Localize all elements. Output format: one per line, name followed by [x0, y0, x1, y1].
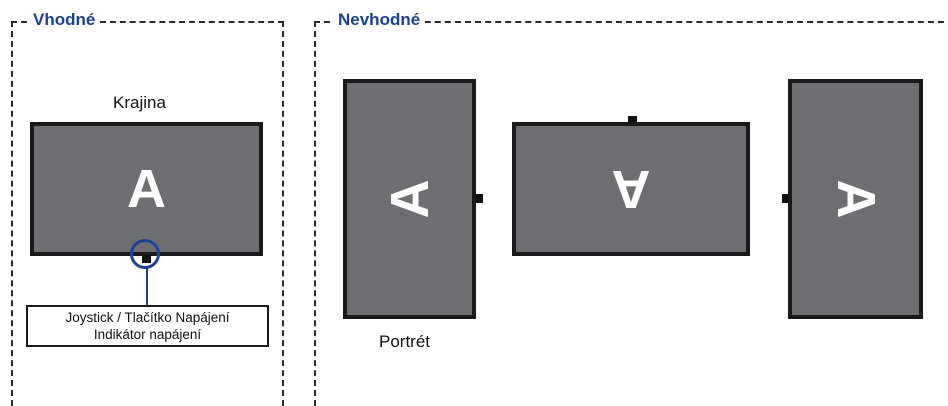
joystick-button-marker — [782, 194, 789, 203]
callout-connector-line — [146, 268, 148, 306]
unsuitable-group-title: Nevhodné — [333, 9, 426, 31]
unsuitable-orientation-group — [314, 21, 948, 406]
landscape-caption: Krajina — [113, 93, 166, 112]
callout-label-power-indicator: Indikátor napájení — [93, 327, 202, 342]
monitor-letter-glyph: A — [379, 179, 440, 219]
monitor-portrait-rotated-right: A — [788, 79, 923, 319]
joystick-button-marker — [628, 116, 637, 123]
monitor-letter-glyph: A — [127, 159, 166, 219]
suitable-group-title: Vhodné — [28, 9, 101, 31]
joystick-callout-box: Joystick / Tlačítko Napájení Indikátor n… — [26, 305, 269, 347]
monitor-portrait-rotated-left: A — [343, 79, 476, 319]
callout-label-joystick: Joystick / Tlačítko Napájení — [65, 310, 230, 325]
suitable-orientation-group — [11, 21, 284, 406]
monitor-letter-glyph: A — [825, 179, 886, 219]
joystick-button-marker — [476, 194, 483, 203]
monitor-landscape: A — [30, 122, 263, 256]
monitor-letter-glyph: A — [611, 159, 651, 219]
portrait-caption: Portrét — [379, 332, 431, 351]
monitor-landscape-upside-down: A — [512, 122, 750, 256]
joystick-highlight-circle — [130, 239, 160, 269]
